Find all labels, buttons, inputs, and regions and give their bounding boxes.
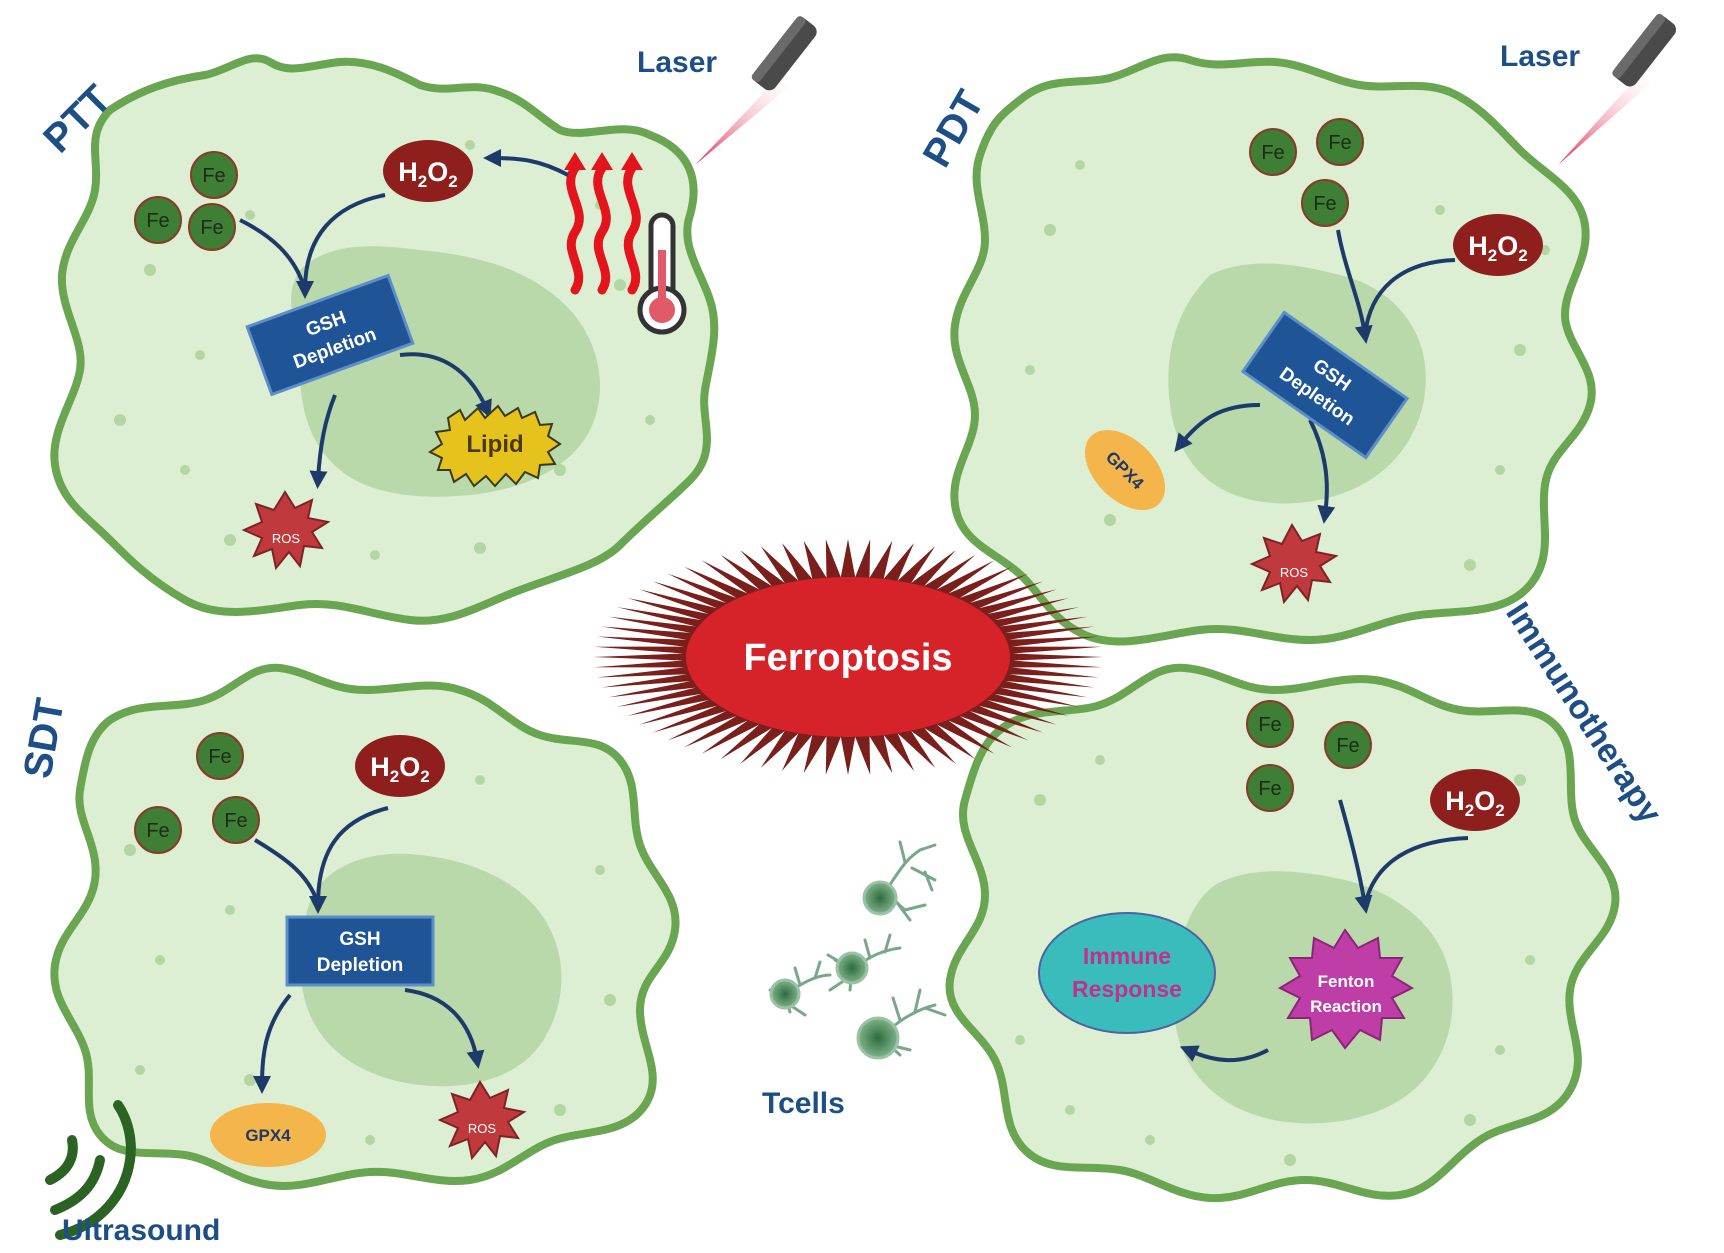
svg-text:H2O2: H2O2 [370,752,429,786]
svg-text:Fe: Fe [146,210,169,232]
immuno-h2o2: H2O2 [1430,769,1520,831]
svg-text:H2O2: H2O2 [1445,786,1504,820]
fe-particle: Fe [196,732,244,780]
fenton-burst: Fenton Reaction [1277,928,1415,1050]
svg-text:Fe: Fe [1313,193,1336,215]
heat-waves-icon [564,152,643,295]
tcell-icon [768,960,832,1017]
svg-text:GPX4: GPX4 [245,1126,291,1145]
pdt-ros-burst: ROS [1249,522,1339,605]
fe-particle: Fe [188,203,236,251]
ferroptosis-burst: Ferroptosis [593,539,1103,775]
lipid-burst: Lipid [428,404,562,488]
svg-text:H2O2: H2O2 [398,157,457,191]
ptt-arrows [239,149,569,489]
svg-text:Reaction: Reaction [1310,997,1382,1016]
sdt-gpx4: GPX4 [210,1103,326,1167]
svg-text:GSH: GSH [339,929,380,950]
tcell-icon [862,840,937,922]
sdt-label: SDT [16,695,73,781]
svg-text:Fe: Fe [1336,735,1359,757]
ferroptosis-core [686,577,1010,737]
immuno-dots [1015,755,1535,1166]
svg-text:Response: Response [1072,976,1182,1002]
svg-text:ROS: ROS [468,1121,497,1136]
svg-text:Fe: Fe [200,217,223,239]
sdt-arrows [253,806,485,1094]
fe-particle: Fe [1246,764,1294,812]
svg-text:Fe: Fe [1258,714,1281,736]
ferroptosis-label: Ferroptosis [743,637,952,679]
svg-text:Fe: Fe [208,746,231,768]
sdt-gsh-depletion: GSH Depletion [285,915,435,987]
sdt-iron-group: Fe Fe Fe [134,732,260,854]
svg-text:Fe: Fe [202,165,225,187]
pdt-h2o2: H2O2 [1453,214,1543,276]
sdt-ros-burst: ROS [437,1080,527,1161]
pdt-laser-label: Laser [1500,40,1580,73]
svg-text:Depletion: Depletion [317,955,404,976]
fe-particle: Fe [1249,128,1297,176]
tcells-label: Tcells [762,1087,845,1120]
fe-particle: Fe [212,796,260,844]
ptt-laser-label: Laser [637,46,717,79]
fe-particle: Fe [1316,118,1364,166]
svg-text:Fe: Fe [1328,132,1351,154]
svg-text:Fe: Fe [1258,778,1281,800]
sdt-h2o2: H2O2 [355,735,445,797]
tcell-icon [856,988,947,1060]
immuno-iron-group: Fe Fe Fe [1246,700,1372,812]
fe-particle: Fe [1246,700,1294,748]
pdt-laser-icon [1558,13,1677,165]
svg-text:Immune: Immune [1083,943,1171,969]
svg-text:Fe: Fe [224,810,247,832]
ptt-ros-burst: ROS [241,490,331,571]
ptt-iron-group: Fe Fe Fe [134,151,238,251]
svg-text:H2O2: H2O2 [1468,231,1527,265]
fe-particle: Fe [134,196,182,244]
immuno-cell [945,663,1620,1203]
immune-response: Immune Response [1038,912,1216,1034]
ultrasound-label: Ultrasound [62,1214,220,1247]
svg-text:Fe: Fe [146,820,169,842]
ultrasound-icon [45,1100,136,1240]
pdt-iron-group: Fe Fe Fe [1249,118,1364,227]
ptt-h2o2: H2O2 [383,140,473,202]
sdt-dots [124,775,616,1145]
fe-particle: Fe [1301,179,1349,227]
pdt-arrows [1174,229,1456,524]
svg-text:Fenton: Fenton [1318,972,1375,991]
svg-text:Fe: Fe [1261,142,1284,164]
svg-text:ROS: ROS [272,531,301,546]
ptt-laser-icon [695,16,817,165]
svg-text:Lipid: Lipid [466,431,523,458]
fe-particle: Fe [134,806,182,854]
tcell-icon [826,933,902,992]
pdt-gpx4: GPX4 [1084,429,1166,511]
fe-particle: Fe [190,151,238,199]
fe-particle: Fe [1324,721,1372,769]
thermometer-icon [637,212,687,335]
svg-text:ROS: ROS [1280,565,1309,580]
immuno-arrows [1179,799,1469,1063]
